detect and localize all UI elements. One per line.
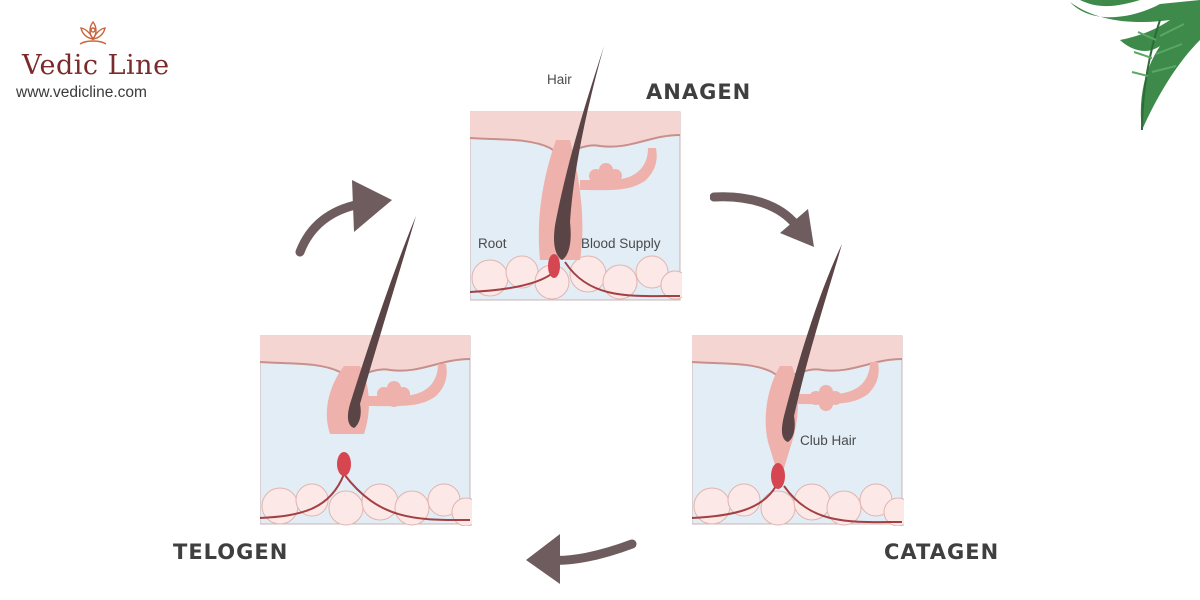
arrow-catagen-to-telogen-icon xyxy=(526,534,637,584)
telogen-diagram xyxy=(260,216,472,526)
leaf-decoration-icon xyxy=(1070,0,1200,131)
anagen-diagram xyxy=(470,46,682,301)
brand-name: Vedic Line xyxy=(22,50,170,81)
brand-url: www.vedicline.com xyxy=(16,84,147,101)
arrow-telogen-to-anagen-icon xyxy=(295,180,392,257)
blood-supply-label: Blood Supply xyxy=(581,236,661,251)
catagen-title: CATAGEN xyxy=(884,540,1000,564)
lotus-logo-icon xyxy=(79,20,107,45)
anagen-title: ANAGEN xyxy=(646,80,752,104)
root-label: Root xyxy=(478,236,507,251)
arrow-anagen-to-catagen-icon xyxy=(710,192,814,247)
telogen-title: TELOGEN xyxy=(173,540,289,564)
catagen-diagram xyxy=(692,244,904,526)
hair-label: Hair xyxy=(547,72,572,87)
club-hair-label: Club Hair xyxy=(800,433,857,448)
